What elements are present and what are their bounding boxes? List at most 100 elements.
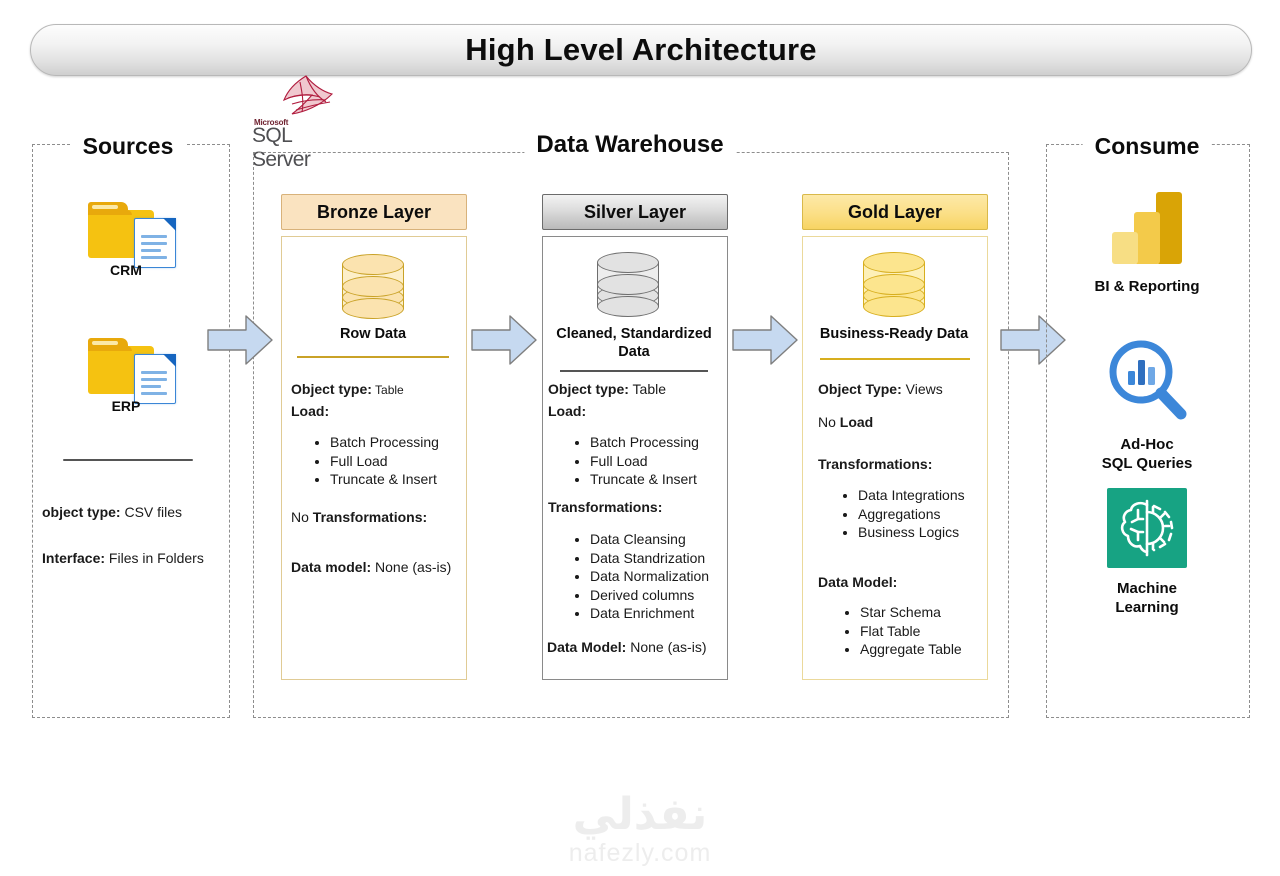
- silver-object-type-value: Table: [628, 381, 667, 397]
- document-fold-corner: [163, 354, 176, 367]
- list-item: Aggregations: [858, 505, 1008, 524]
- silver-data-model: Data Model: None (as-is): [547, 638, 706, 657]
- gold-transform-list: Data Integrations Aggregations Business …: [838, 486, 1008, 542]
- sql-server-mark-icon: [282, 75, 334, 115]
- bronze-layer-divider: [297, 356, 449, 358]
- silver-load-list: Batch Processing Full Load Truncate & In…: [570, 433, 742, 489]
- list-item: Star Schema: [860, 603, 1010, 622]
- gold-object-type-key: Object Type:: [818, 381, 902, 397]
- consume-label-adhoc-line1: Ad-Hoc: [1120, 436, 1174, 453]
- arrow-bronze-to-silver: [470, 312, 538, 368]
- arrow-gold-to-consume: [999, 312, 1067, 368]
- list-item: Data Integrations: [858, 486, 1008, 505]
- sources-meta-object-type: object type: CSV files: [42, 504, 182, 520]
- silver-transformations: Transformations:: [548, 498, 662, 517]
- silver-layer-header-label: Silver Layer: [583, 201, 687, 222]
- list-item: Data Normalization: [590, 567, 745, 586]
- bronze-object-type-key: Object type:: [291, 381, 372, 397]
- source-icon-erp: [88, 332, 184, 404]
- consume-label-adhoc-line2: SQL Queries: [1101, 455, 1193, 472]
- bronze-transformations: No Transformations:: [291, 508, 427, 527]
- consume-label-ml-line2: Learning: [1115, 599, 1179, 616]
- power-bi-bars-icon: [1108, 190, 1186, 271]
- silver-data-model-key: Data Model:: [547, 639, 627, 655]
- gold-data-model-list: Star Schema Flat Table Aggregate Table: [840, 603, 1010, 659]
- gold-data-model: Data Model:: [818, 573, 897, 592]
- silver-load-label: Load:: [548, 402, 586, 421]
- document-icon: [134, 218, 176, 268]
- bronze-transform-prefix: No: [291, 509, 313, 525]
- page-title: High Level Architecture: [465, 32, 817, 67]
- bronze-data-model: Data model: None (as-is): [291, 558, 451, 577]
- consume-item-machine-learning[interactable]: Machine Learning: [1046, 488, 1248, 617]
- magnifier-chart-icon: [1103, 338, 1191, 429]
- sql-server-product-label: SQL Server: [252, 124, 311, 171]
- bronze-transform-key: Transformations:: [312, 509, 428, 525]
- folder-tab: [88, 338, 128, 349]
- source-icon-crm: [88, 196, 184, 268]
- document-icon: [134, 354, 176, 404]
- arrow-sources-to-bronze: [206, 312, 274, 368]
- brain-gear-icon: [1107, 488, 1187, 573]
- bronze-layer-header[interactable]: Bronze Layer: [281, 194, 467, 230]
- silver-object-type: Object type: Table: [548, 380, 666, 399]
- watermark-latin: nafezly.com: [568, 839, 712, 867]
- consume-label-bi-reporting: BI & Reporting: [1094, 278, 1200, 295]
- silver-data-model-value: None (as-is): [626, 639, 707, 655]
- page-title-banner: High Level Architecture: [30, 24, 1252, 76]
- sources-group-title: Sources: [70, 133, 186, 160]
- silver-layer-caption: Cleaned, Standardized Data: [556, 326, 712, 360]
- consume-item-adhoc-sql[interactable]: Ad-Hoc SQL Queries: [1046, 338, 1248, 473]
- database-cylinder-icon: [342, 254, 404, 320]
- list-item: Full Load: [330, 452, 480, 471]
- bronze-object-type-value: Table: [371, 383, 404, 397]
- consume-label-ml-line1: Machine: [1116, 580, 1177, 597]
- gold-transformations: Transformations:: [818, 455, 932, 474]
- database-cylinder-icon: [863, 252, 925, 318]
- silver-layer-header[interactable]: Silver Layer: [542, 194, 728, 230]
- list-item: Aggregate Table: [860, 640, 1010, 659]
- list-item: Business Logics: [858, 523, 1008, 542]
- list-item: Data Standrization: [590, 549, 745, 568]
- bronze-load-label: Load:: [291, 402, 329, 421]
- arrow-silver-to-gold: [731, 312, 799, 368]
- sources-divider: [63, 459, 193, 461]
- consume-item-bi-reporting[interactable]: BI & Reporting: [1046, 190, 1248, 296]
- list-item: Truncate & Insert: [330, 470, 480, 489]
- gold-layer-header-label: Gold Layer: [847, 201, 943, 222]
- list-item: Flat Table: [860, 622, 1010, 641]
- gold-object-type: Object Type: Views: [818, 380, 943, 399]
- sql-server-logo: Microsoft SQL Server: [252, 74, 348, 171]
- gold-load-label: No Load: [818, 413, 873, 432]
- folder-tab: [88, 202, 128, 213]
- source-label-crm: CRM: [110, 262, 142, 278]
- data-warehouse-group-title: Data Warehouse: [524, 131, 736, 159]
- sources-meta-interface: Interface: Files in Folders: [42, 550, 204, 566]
- list-item: Truncate & Insert: [590, 470, 742, 489]
- list-item: Batch Processing: [330, 433, 480, 452]
- consume-group-title: Consume: [1082, 133, 1212, 160]
- list-item: Data Enrichment: [590, 604, 745, 623]
- sql-server-vendor-label: Microsoft: [254, 118, 289, 127]
- silver-transform-list: Data Cleansing Data Standrization Data N…: [570, 530, 745, 623]
- silver-load-key: Load:: [548, 403, 587, 419]
- gold-data-model-key: Data Model:: [818, 574, 898, 590]
- watermark-arabic: نفذلي: [572, 790, 708, 839]
- document-fold-corner: [163, 218, 176, 231]
- bronze-data-model-value: None (as-is): [371, 559, 452, 575]
- sources-meta-interface-value: Files in Folders: [105, 550, 204, 566]
- bronze-data-model-key: Data model:: [291, 559, 372, 575]
- list-item: Full Load: [590, 452, 742, 471]
- watermark: نفذلي nafezly.com: [0, 792, 1280, 868]
- sources-meta-object-type-key: object type:: [42, 504, 121, 520]
- sources-meta-object-type-value: CSV files: [120, 504, 183, 520]
- gold-layer-caption: Business-Ready Data: [819, 326, 969, 342]
- database-cylinder-icon: [597, 252, 659, 318]
- silver-object-type-key: Object type:: [548, 381, 629, 397]
- gold-object-type-value: Views: [901, 381, 943, 397]
- bronze-layer-caption: Row Data: [339, 326, 407, 342]
- bronze-load-key: Load:: [291, 403, 330, 419]
- gold-layer-header[interactable]: Gold Layer: [802, 194, 988, 230]
- sources-meta-interface-key: Interface:: [42, 550, 106, 566]
